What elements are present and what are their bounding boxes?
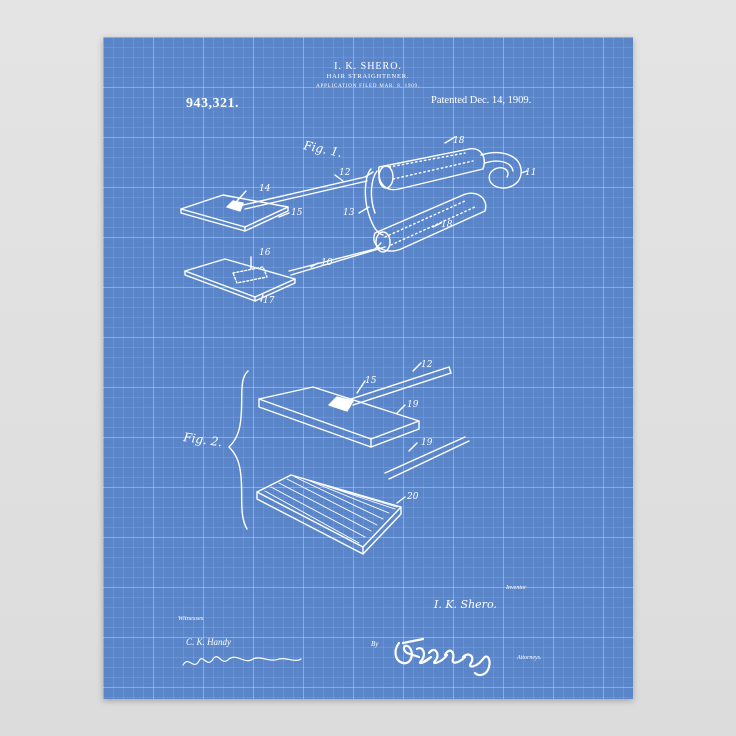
handle-10 (289, 243, 381, 271)
roller-bottom-texture-2 (391, 207, 475, 245)
fig2-handle-12-end (449, 367, 451, 373)
ref-15: 15 (291, 208, 303, 218)
witness-1-signature: C. K. Handy (186, 637, 231, 647)
fig2-upper-plate (259, 387, 419, 439)
patent-drawing: Fig. 1. Fig. 2. 18 14 12 11 15 13 18 16 … (103, 37, 633, 699)
fig2-upper-plate-side (371, 421, 419, 447)
fig2-drawing (229, 363, 469, 554)
ref-14: 14 (259, 184, 271, 194)
fig1-label: Fig. 1. (301, 138, 343, 160)
roller-bottom-texture (385, 201, 465, 237)
leader-fig2-12 (413, 363, 421, 371)
fig1-drawing (181, 137, 527, 301)
fig2-lower-plate-side (363, 507, 401, 554)
ref-fig2-20: 20 (406, 492, 419, 502)
spring-loop (481, 153, 521, 188)
upper-plate (181, 195, 288, 227)
roller-top-texture-2 (393, 161, 473, 179)
fig2-label: Fig. 2. (182, 430, 223, 449)
ref-18b: 18 (441, 220, 453, 230)
inventor-label: Inventor (506, 585, 526, 591)
roller-top (379, 149, 484, 190)
leader-fig2-19b (409, 443, 417, 451)
roller-top-end (379, 166, 393, 188)
fig2-lower-plate-edge (257, 492, 363, 554)
ref-12: 12 (339, 168, 351, 178)
attorneys-label: Attorneys. (517, 655, 542, 661)
roller-top-texture (389, 153, 465, 167)
clip-14 (227, 201, 243, 211)
ref-17: 17 (263, 296, 275, 306)
witnesses-label: Witnesses (178, 615, 203, 622)
patent-poster: I. K. SHERO. HAIR STRAIGHTENER. APPLICAT… (103, 37, 633, 699)
ref-fig2-12: 12 (421, 360, 433, 370)
leader-fig2-15 (357, 381, 365, 393)
leader-fig2-19a (397, 405, 405, 413)
ref-18a: 18 (453, 136, 465, 146)
handle-10-edge (291, 247, 385, 275)
leader-fig2-20 (397, 497, 405, 503)
witness-2-signature (183, 657, 301, 665)
by-label: By (371, 640, 378, 648)
fig2-upper-plate-edge (259, 399, 371, 447)
ref-fig2-19b: 19 (421, 438, 433, 448)
ref-fig2-15: 15 (365, 376, 377, 386)
inventor-signature: I. K. Shero. (434, 598, 497, 611)
ref-13: 13 (343, 208, 355, 218)
handle-bend-inner (371, 171, 377, 213)
ref-16: 16 (259, 248, 271, 258)
ref-11: 11 (525, 168, 536, 178)
spring-loop-inner (485, 161, 513, 171)
attorney-signature (396, 639, 490, 675)
fig2-brace (229, 371, 248, 529)
lower-plate (185, 259, 295, 297)
ref-10: 10 (321, 258, 333, 268)
ref-fig2-19a: 19 (407, 400, 419, 410)
